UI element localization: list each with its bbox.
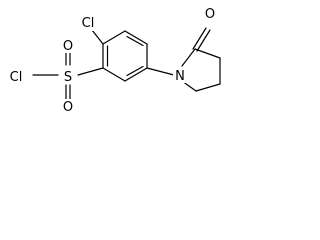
chemical-structure: Cl Cl S O O N O <box>0 0 279 127</box>
ring-bond-5 <box>102 67 126 82</box>
ring-bond-2 <box>124 30 148 45</box>
molecule-diagram: Cl Cl S O O N O <box>3 5 221 115</box>
ring-bond-1 <box>102 30 126 45</box>
ch2-ch2-bond-2 <box>195 83 221 92</box>
atom-oxygen-bottom: O <box>63 100 73 115</box>
carbonyl-bond-a <box>192 27 207 50</box>
atom-labels: Cl Cl S O O N O <box>3 5 217 115</box>
c-cl-bond <box>91 29 104 45</box>
atom-sulfur: S <box>64 70 72 85</box>
c-s-bond <box>77 67 104 76</box>
n-c-carbonyl-bond <box>181 48 196 67</box>
ring-bond-4 <box>124 67 148 82</box>
atom-nitrogen: N <box>175 69 185 84</box>
atom-cl-ring: Cl <box>82 16 95 31</box>
c-n-bond <box>146 67 175 76</box>
atom-cl-sulfonyl: Cl <box>10 70 23 85</box>
atom-oxygen-top: O <box>63 39 73 54</box>
ring-double-bond-1 <box>126 35 144 47</box>
c-carbonyl-ch2-bond <box>194 48 221 59</box>
ring-double-bond-2 <box>126 65 144 77</box>
atom-oxygen-carbonyl: O <box>205 7 215 22</box>
carbonyl-bond-b <box>196 29 211 52</box>
